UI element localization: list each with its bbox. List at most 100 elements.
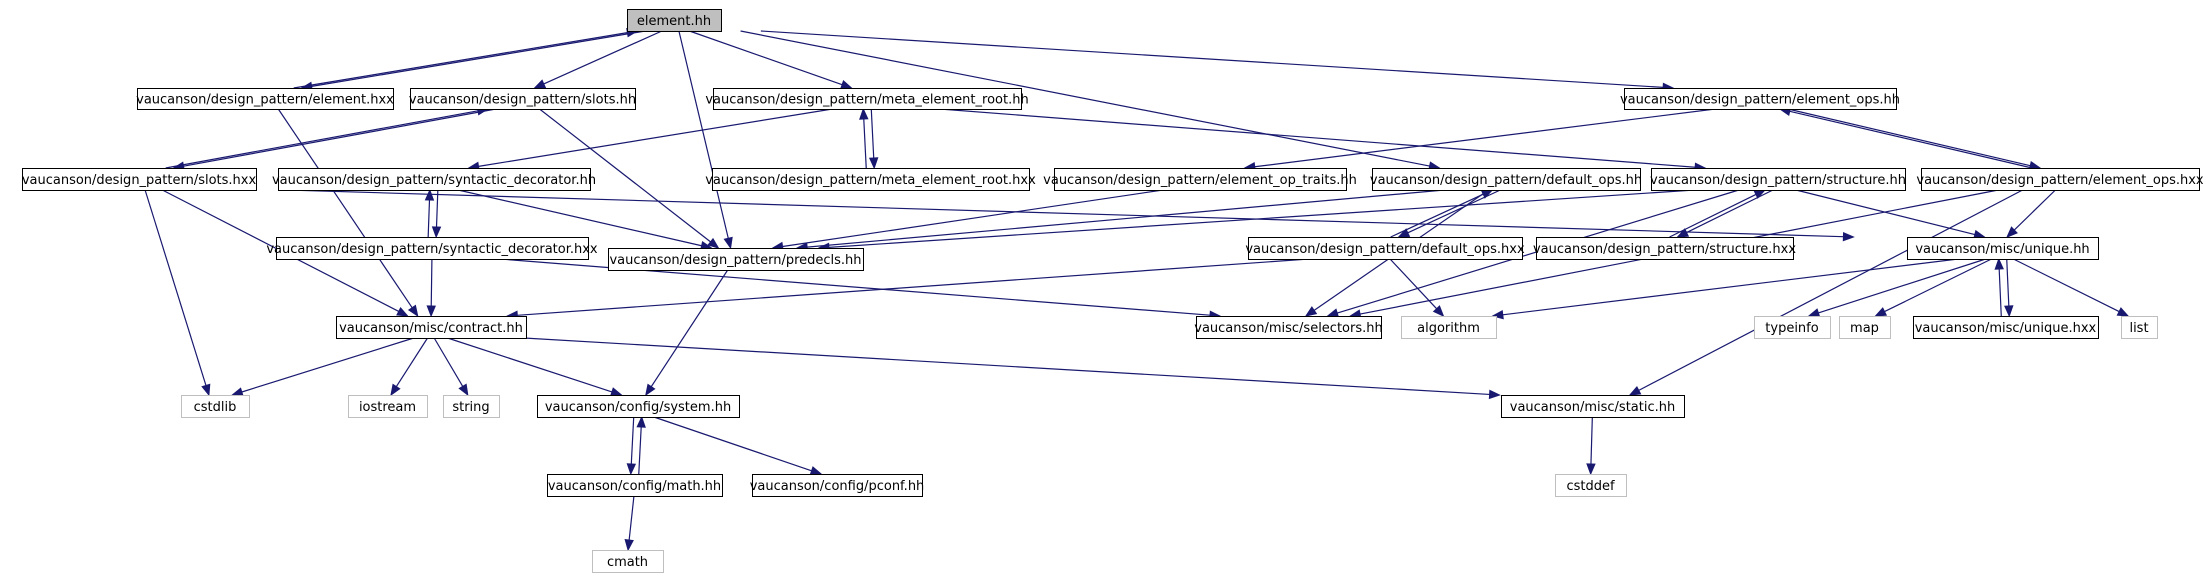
node-label: vaucanson/misc/contract.hh <box>339 321 523 336</box>
edge-element_hh-to-element_ops_hh <box>760 30 1664 88</box>
node-selectors-hh[interactable]: vaucanson/misc/selectors.hh <box>1194 316 1383 339</box>
edge-slots_hh-to-slots_hxx <box>183 108 496 167</box>
edge-arrowhead <box>626 463 637 476</box>
edge-static_hh-to-cstddef <box>1590 416 1593 465</box>
node-default-ops-hxx[interactable]: vaucanson/design_pattern/default_ops.hxx <box>1245 237 1525 260</box>
edge-arrowhead <box>201 383 211 397</box>
node-structure-hxx[interactable]: vaucanson/design_pattern/structure.hxx <box>1533 237 1796 260</box>
node-label: vaucanson/design_pattern/meta_element_ro… <box>705 93 1028 108</box>
edge-contract_hh-to-iostream <box>395 337 429 387</box>
node-syn-dec-hxx[interactable]: vaucanson/design_pattern/syntactic_decor… <box>266 237 598 260</box>
node-box <box>1921 168 2200 191</box>
node-default-ops-hh[interactable]: vaucanson/design_pattern/default_ops.hh <box>1370 168 1642 191</box>
node-box <box>1196 316 1382 339</box>
edge-arrowhead <box>424 188 435 201</box>
node-unique-hxx[interactable]: vaucanson/misc/unique.hxx <box>1913 316 2099 339</box>
node-label: vaucanson/design_pattern/element_op_trai… <box>1043 173 1357 188</box>
node-slots-hh[interactable]: vaucanson/design_pattern/slots.hh <box>409 88 636 110</box>
edge-unique_hh-to-list <box>2013 258 2120 313</box>
edge-arrowhead <box>1304 306 1318 317</box>
edge-unique_hh-to-algorithm <box>1502 258 1959 316</box>
edge-default_ops_hh-to-predecls_hh <box>807 189 1445 248</box>
edge-arrowhead <box>1807 308 1821 318</box>
edge-arrowhead <box>533 79 547 89</box>
node-label: map <box>1850 321 1879 336</box>
edge-element_ops_hh-to-element_ops_hxx <box>1787 108 2031 167</box>
edge-arrowhead <box>1994 257 2004 270</box>
edge-arrowhead <box>431 226 442 239</box>
node-label: vaucanson/design_pattern/element_ops.hh <box>1620 93 1900 108</box>
node-label: vaucanson/config/math.hh <box>548 479 721 494</box>
node-contract-hh[interactable]: vaucanson/misc/contract.hh <box>336 316 527 339</box>
node-box <box>1839 316 1891 339</box>
edge-arrowhead <box>2004 305 2014 318</box>
edge-structure_hxx-to-structure_hh <box>1669 193 1757 238</box>
node-box <box>137 88 394 110</box>
node-box <box>336 316 527 339</box>
edge-arrowhead <box>1397 228 1411 238</box>
node-iostream: iostream <box>348 395 428 418</box>
node-system-hh[interactable]: vaucanson/config/system.hh <box>537 395 740 418</box>
edge-arrowhead <box>609 387 623 397</box>
edge-arrowhead <box>2116 307 2130 317</box>
node-label: vaucanson/config/system.hh <box>545 400 731 415</box>
node-element-hh[interactable]: element.hh <box>627 9 722 32</box>
edge-arrowhead <box>1586 463 1596 476</box>
edge-element_hxx-to-contract_hh <box>277 108 413 309</box>
edge-arrowhead <box>636 415 646 428</box>
node-meta-root-hh[interactable]: vaucanson/design_pattern/meta_element_ro… <box>705 88 1029 110</box>
node-box <box>1624 88 1897 110</box>
node-unique-hh[interactable]: vaucanson/misc/unique.hh <box>1907 237 2099 260</box>
node-element-hxx[interactable]: vaucanson/design_pattern/element.hxx <box>136 88 394 110</box>
node-label: vaucanson/design_pattern/meta_element_ro… <box>705 173 1036 188</box>
node-pconf-hh[interactable]: vaucanson/config/pconf.hh <box>750 474 925 497</box>
edge-arrowhead <box>1676 228 1690 238</box>
edge-slots_hxx-to-unique_hh <box>288 189 1844 238</box>
edge-arrowhead <box>624 539 634 552</box>
edge-arrowhead <box>396 306 409 317</box>
node-box <box>1401 316 1497 339</box>
edge-element_hh-to-meta_root_hh <box>689 30 843 86</box>
node-label: vaucanson/config/pconf.hh <box>750 479 925 494</box>
edge-meta_root_hh-to-syn_dec_hh <box>478 108 833 167</box>
node-math-hh[interactable]: vaucanson/config/math.hh <box>547 474 723 497</box>
node-box <box>1913 316 2099 339</box>
edge-structure_hh-to-structure_hxx <box>1686 189 1774 234</box>
node-op-traits-hh[interactable]: vaucanson/design_pattern/element_op_trai… <box>1043 168 1357 191</box>
edge-contract_hh-to-string <box>433 337 464 387</box>
node-box <box>181 395 250 418</box>
node-label: cmath <box>607 555 648 570</box>
node-label: list <box>2129 321 2148 336</box>
edge-syn_dec_hh-to-predecls_hh <box>457 189 702 247</box>
node-box <box>276 237 589 260</box>
node-structure-hh[interactable]: vaucanson/design_pattern/structure.hh <box>1650 168 1906 191</box>
node-label: vaucanson/design_pattern/structure.hxx <box>1533 242 1796 257</box>
node-element-ops-hxx[interactable]: vaucanson/design_pattern/element_ops.hxx <box>1916 168 2203 191</box>
edge-element_hh-to-default_ops_hh <box>740 30 1430 167</box>
node-element-ops-hh[interactable]: vaucanson/design_pattern/element_ops.hh <box>1620 88 1900 110</box>
node-string: string <box>443 395 500 418</box>
edge-arrowhead <box>1842 231 1855 242</box>
edge-element_ops_hxx-to-element_ops_hh <box>1789 110 2033 169</box>
node-label: element.hh <box>637 14 711 29</box>
node-algorithm: algorithm <box>1401 316 1497 339</box>
edge-syn_dec_hxx-to-syn_dec_hh <box>427 199 431 238</box>
edge-arrowhead <box>707 237 720 249</box>
node-label: vaucanson/design_pattern/syntactic_decor… <box>272 173 596 188</box>
edge-unique_hh-to-typeinfo <box>1818 258 1986 314</box>
node-slots-hxx[interactable]: vaucanson/design_pattern/slots.hxx <box>22 168 257 191</box>
node-syn-dec-hh[interactable]: vaucanson/design_pattern/syntactic_decor… <box>272 168 596 191</box>
node-box <box>752 474 923 497</box>
nodes-layer: element.hh vaucanson/design_pattern/eleme… <box>22 9 2203 573</box>
node-cstdlib: cstdlib <box>181 395 250 418</box>
node-box <box>1501 395 1685 418</box>
node-box <box>1651 168 1906 191</box>
edge-unique_hh-to-unique_hxx <box>2006 258 2010 307</box>
node-box <box>627 9 722 32</box>
node-static-hh[interactable]: vaucanson/misc/static.hh <box>1501 395 1685 418</box>
node-meta-root-hxx[interactable]: vaucanson/design_pattern/meta_element_ro… <box>705 168 1036 191</box>
edge-arrowhead <box>723 236 733 250</box>
node-predecls-hh[interactable]: vaucanson/design_pattern/predecls.hh <box>608 248 864 271</box>
edge-slots_hxx-to-cstdlib <box>144 189 207 386</box>
